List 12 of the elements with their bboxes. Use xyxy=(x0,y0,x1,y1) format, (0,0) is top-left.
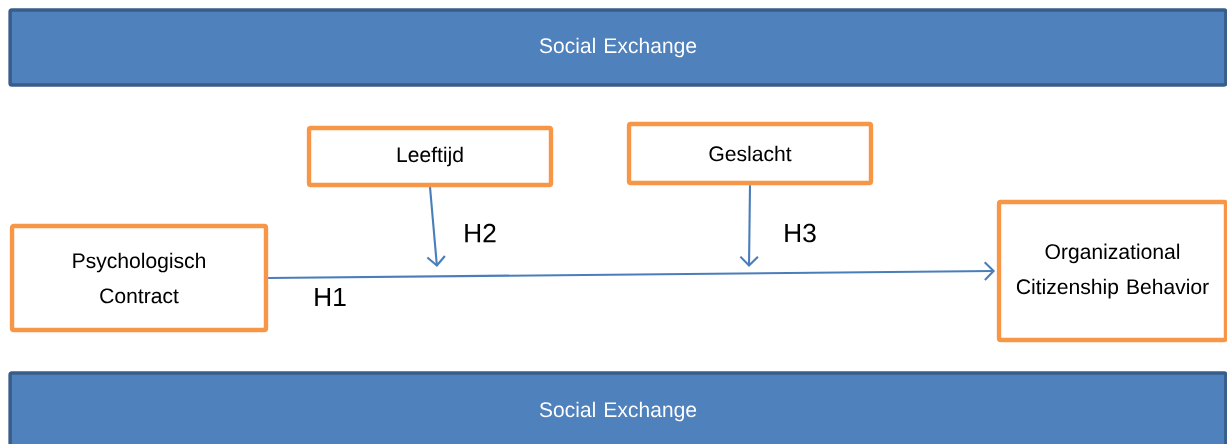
variable-box: Leeftijd xyxy=(306,125,554,188)
edge-label: H1 xyxy=(315,287,346,307)
band-box: Social Exchange xyxy=(8,371,1227,444)
variable-box: Organizational Citizenship Behavior xyxy=(996,199,1227,343)
edge-label: H2 xyxy=(465,223,496,243)
edge-label: H3 xyxy=(785,223,816,243)
band-box: Social Exchange xyxy=(8,8,1227,87)
variable-box: Psychologisch Contract xyxy=(9,223,269,333)
arrow xyxy=(268,261,996,281)
variable-box: Geslacht xyxy=(626,121,874,186)
arrow xyxy=(739,185,759,267)
arrow xyxy=(426,187,446,267)
